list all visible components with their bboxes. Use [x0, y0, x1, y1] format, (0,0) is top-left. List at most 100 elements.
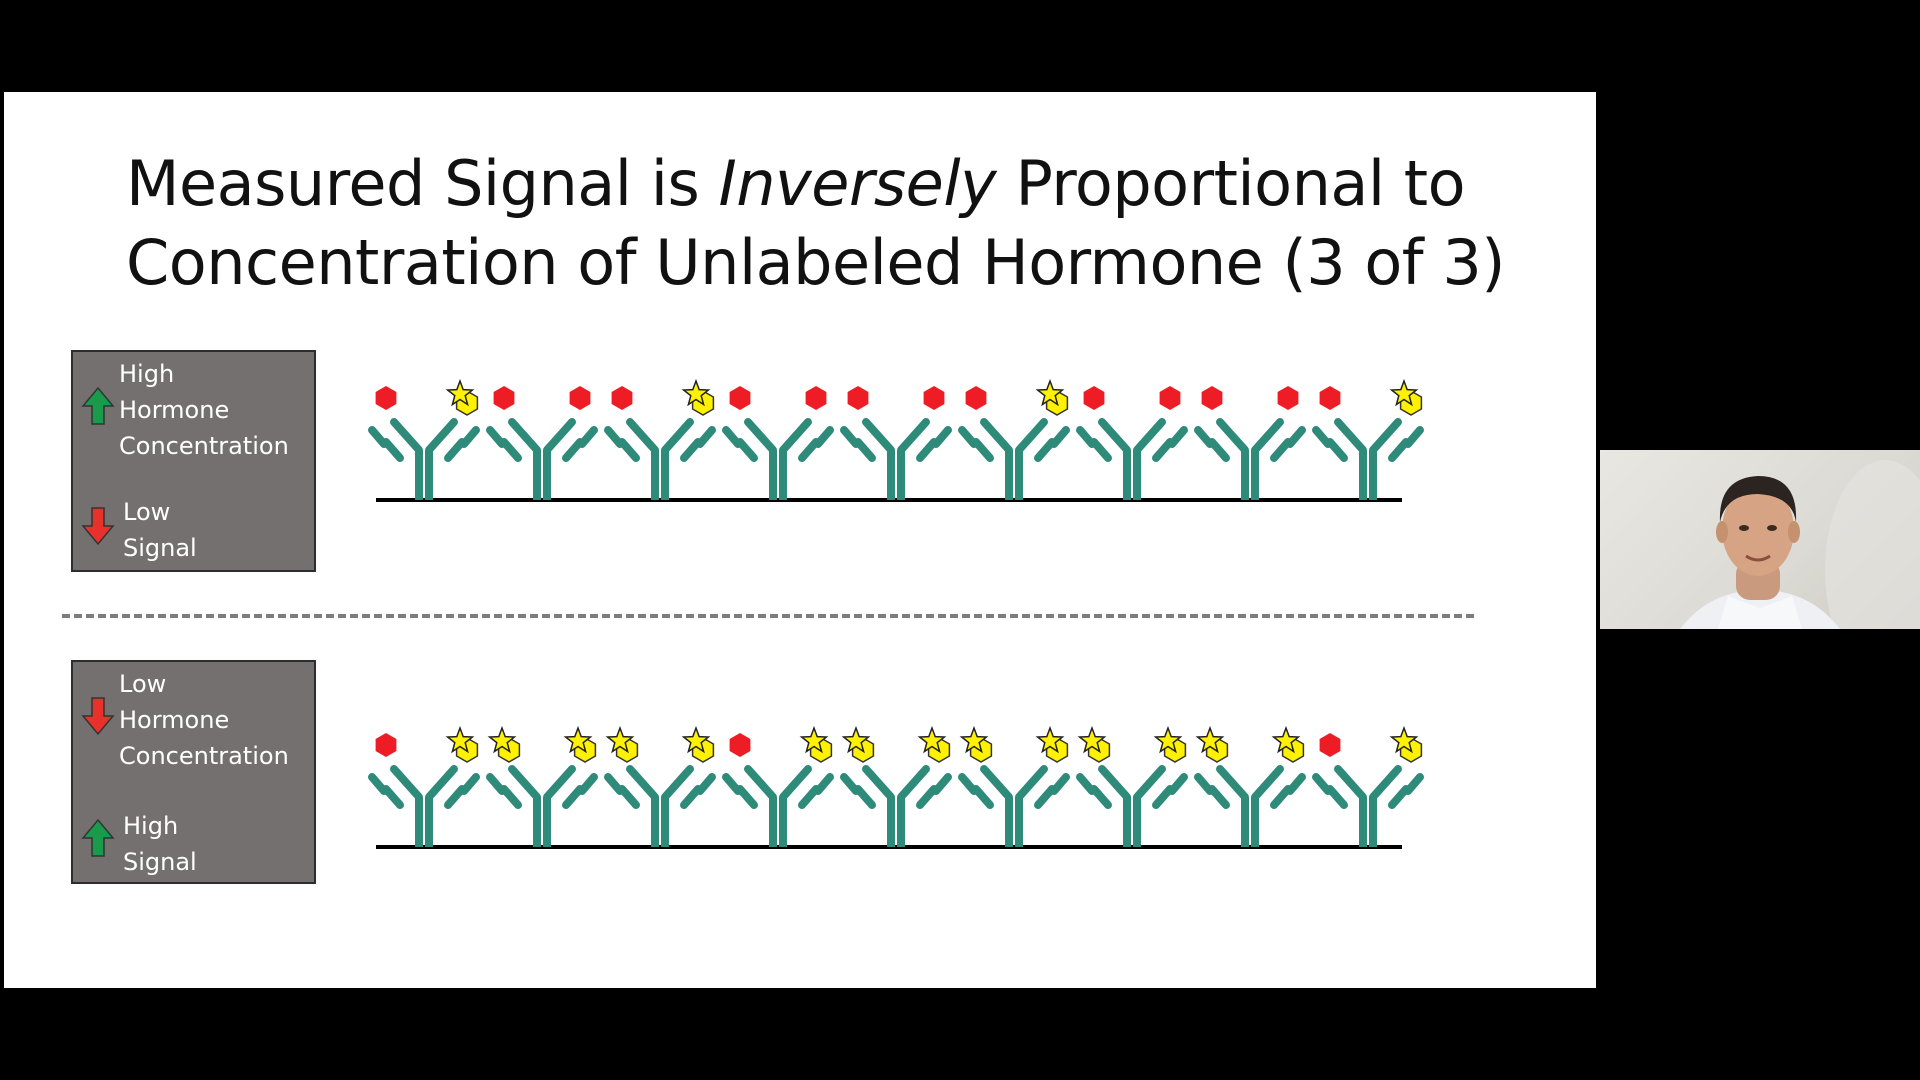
unlabeled-hormone: [805, 386, 827, 410]
unlabeled-hormone: [965, 386, 987, 410]
antibody-diagram: [368, 378, 1424, 849]
antibody-light-chain: [1312, 773, 1332, 795]
title-italic-text: Inversely: [718, 147, 997, 220]
antibody: [604, 378, 716, 500]
unlabeled-hormone: [1083, 386, 1105, 410]
title-text-line2: Concentration of Unlabeled Hormone (3 of…: [126, 226, 1505, 299]
antibody: [486, 725, 598, 847]
antibody-light-chain: [1050, 773, 1070, 795]
antibody-light-chain: [1034, 785, 1056, 809]
antibody-light-chain: [500, 438, 522, 462]
antibody-arm: [1133, 418, 1166, 454]
label-star-icon: [959, 725, 989, 754]
antibody-light-chain: [460, 773, 480, 795]
antibody: [486, 386, 598, 500]
unlabeled-hormone: [1319, 386, 1341, 410]
unlabeled-hormone: [1319, 733, 1341, 757]
antibody-light-chain: [562, 438, 584, 462]
antibody-light-chain: [854, 785, 876, 809]
antibody-arm: [897, 418, 930, 454]
antibody-light-chain: [1286, 773, 1306, 795]
antibody-light-chain: [958, 773, 978, 795]
antibody-light-chain: [604, 426, 624, 448]
antibody-light-chain: [916, 438, 938, 462]
presenter-video: [1680, 460, 1920, 629]
antibody-light-chain: [736, 438, 758, 462]
antibody-light-chain: [840, 426, 860, 448]
antibody: [1312, 378, 1424, 500]
labeled-hormone: [959, 725, 993, 763]
antibody-light-chain: [1208, 438, 1230, 462]
label-star-icon: [681, 725, 711, 754]
label-star-icon: [1389, 378, 1419, 407]
antibody-arm: [744, 765, 777, 801]
legend-signal-label: High Signal: [123, 812, 197, 876]
antibody: [840, 725, 952, 847]
label-star-icon: [1077, 725, 1107, 754]
unlabeled-hormone: [923, 386, 945, 410]
antibody-light-chain: [680, 785, 702, 809]
labeled-hormone: [1153, 725, 1187, 763]
antibody-arm: [779, 765, 812, 801]
antibody-light-chain: [722, 426, 742, 448]
antibody-light-chain: [578, 773, 598, 795]
antibody-arm: [1216, 418, 1249, 454]
antibody-arm: [390, 765, 423, 801]
antibody-light-chain: [972, 438, 994, 462]
unlabeled-hormone: [493, 386, 515, 410]
antibody-light-chain: [972, 785, 994, 809]
antibody-light-chain: [1168, 773, 1188, 795]
down-arrow-icon: [81, 697, 115, 736]
labeled-hormone: [1195, 725, 1229, 763]
antibody: [722, 386, 834, 500]
unlabeled-hormone: [1201, 386, 1223, 410]
antibody-arm: [897, 765, 930, 801]
antibody: [958, 378, 1070, 500]
antibody: [604, 725, 716, 847]
antibody-light-chain: [696, 426, 716, 448]
low-hormone-row: [368, 725, 1424, 849]
antibody-light-chain: [736, 785, 758, 809]
antibody-arm: [1098, 765, 1131, 801]
antibody-light-chain: [1286, 426, 1306, 448]
antibody-light-chain: [382, 438, 404, 462]
label-star-icon: [1153, 725, 1183, 754]
antibody-arm: [1369, 765, 1402, 801]
antibody-arm: [779, 418, 812, 454]
antibody-light-chain: [798, 438, 820, 462]
label-star-icon: [1271, 725, 1301, 754]
labeled-hormone: [605, 725, 639, 763]
antibody-arm: [1133, 765, 1166, 801]
antibody: [722, 725, 834, 847]
antibody-light-chain: [854, 438, 876, 462]
antibody-light-chain: [1050, 426, 1070, 448]
labeled-hormone: [1077, 725, 1111, 763]
antibody: [1194, 386, 1306, 500]
labeled-hormone: [1035, 378, 1069, 416]
antibody-light-chain: [1090, 785, 1112, 809]
unlabeled-hormone: [375, 733, 397, 757]
labeled-hormone: [1389, 725, 1423, 763]
title-text-1: Measured Signal is: [126, 147, 719, 220]
labeled-hormone: [681, 725, 715, 763]
labeled-hormone: [799, 725, 833, 763]
antibody-light-chain: [1076, 426, 1096, 448]
antibody-light-chain: [1194, 773, 1214, 795]
unlabeled-hormone: [611, 386, 633, 410]
legend-box-high-hormone: High Hormone Concentration Low Signal: [71, 350, 316, 572]
antibody-arm: [744, 418, 777, 454]
antibody-light-chain: [460, 426, 480, 448]
labeled-hormone: [487, 725, 521, 763]
antibody-light-chain: [814, 426, 834, 448]
antibody-arm: [1015, 418, 1048, 454]
antibody: [1194, 725, 1306, 847]
antibody-light-chain: [1076, 773, 1096, 795]
high-hormone-row: [368, 378, 1424, 502]
antibody-light-chain: [916, 785, 938, 809]
antibody-light-chain: [1034, 438, 1056, 462]
antibody-arm: [508, 418, 541, 454]
antibody: [840, 386, 952, 500]
label-star-icon: [1389, 725, 1419, 754]
unlabeled-hormone: [729, 733, 751, 757]
antibody-arm: [425, 418, 458, 454]
